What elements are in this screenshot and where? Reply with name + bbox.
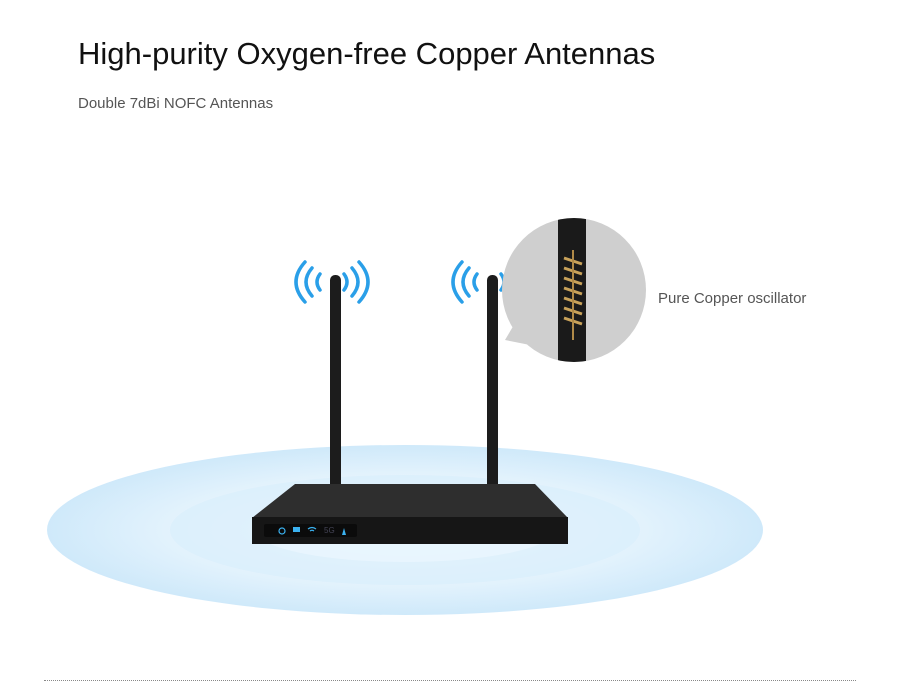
signal-waves-left (294, 260, 370, 304)
page-title: High-purity Oxygen-free Copper Antennas (78, 36, 656, 71)
copper-oscillator-label: Pure Copper oscillator (658, 290, 807, 307)
user-icon (342, 528, 346, 535)
antenna-right (487, 275, 498, 520)
dotted-divider (44, 680, 856, 681)
page-subtitle: Double 7dBi NOFC Antennas (78, 95, 274, 112)
router-5g-label: 5G (324, 526, 335, 535)
power-icon (278, 527, 286, 535)
computer-icon (293, 527, 300, 532)
wifi-icon (307, 526, 317, 532)
router-top (252, 484, 568, 518)
antenna-left (330, 275, 341, 520)
